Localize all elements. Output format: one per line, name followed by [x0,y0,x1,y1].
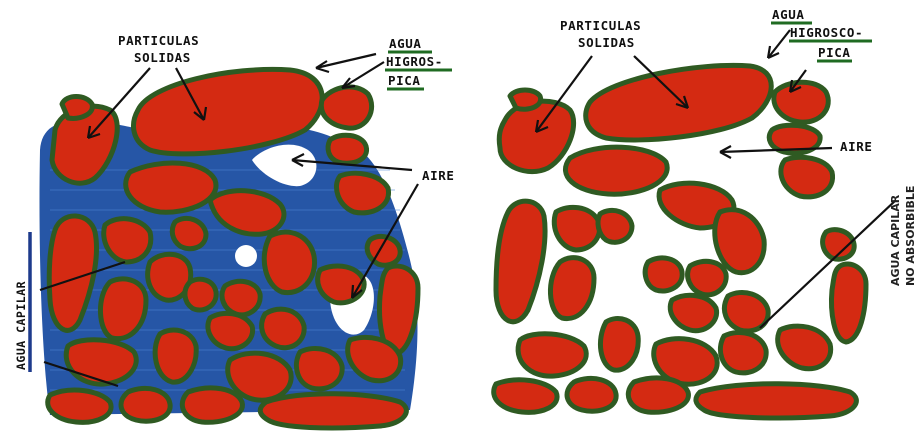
right-particle [565,147,667,194]
left-arrow-agua-2 [342,62,384,88]
left-particle [182,388,242,422]
left-label-agua-line3: PICA [388,73,421,88]
left-label-agua-line2: HIGROS- [386,54,443,69]
left-particle [260,394,406,428]
left-particle [62,97,92,119]
right-label-particulas-line2: SOLIDAS [578,35,635,50]
right-particle [715,210,764,273]
left-particle [155,330,196,382]
right-particle [586,65,772,140]
left-particle [100,279,146,339]
left-air-pocket-small [235,245,257,267]
left-particle [336,173,388,213]
right-particle [499,101,573,172]
left-particle [222,281,260,315]
left-particle [296,348,342,388]
left-particle [321,87,371,128]
right-particle [645,258,682,291]
right-label-agua-line2: HIGROSCO- [790,25,863,40]
right-particle [720,332,766,372]
left-label-aire: AIRE [422,168,455,183]
right-label-no-absorbible: NO ABSORBIBLE [904,186,917,286]
left-particle [126,163,216,212]
right-label-agua-line3: PICA [818,45,851,60]
left-particle [121,388,170,421]
right-particle [628,378,688,412]
right-label-agua-capilar: AGUA CAPILAR [889,194,902,286]
left-label-particulas-line1: PARTICULAS [118,33,199,48]
left-particle [172,218,206,248]
right-particle [832,264,866,342]
right-label-aire: AIRE [840,139,873,154]
left-particle [264,232,314,293]
right-particle [510,90,541,109]
left-particle [262,309,305,348]
left-particle [208,313,253,348]
right-particle [774,82,828,122]
right-label-particulas-line1: PARTICULAS [560,18,641,33]
right-particle [567,378,616,411]
left-particle [328,135,366,163]
right-particle [778,326,831,369]
left-panel: PARTICULAS SOLIDAS AGUA HIGROS- PICA AIR… [14,33,455,428]
left-particle [48,390,111,422]
right-particle [496,201,545,322]
right-particle [598,210,632,242]
left-particle [104,219,151,262]
right-label-agua-line1: AGUA [772,7,805,22]
right-particles [494,65,866,418]
right-particle [781,157,833,197]
right-particle [554,207,599,250]
left-particle [367,236,400,265]
right-particle [600,318,638,370]
left-label-agua-capilar: AGUA CAPILAR [14,281,28,370]
right-particle [670,295,716,330]
right-particle [696,384,856,418]
left-particle [185,279,216,310]
left-particle [318,266,364,303]
right-arrow-capilar [760,200,896,328]
right-particle [494,380,557,412]
right-panel: PARTICULAS SOLIDAS AGUA HIGROSCO- PICA A… [494,7,917,418]
left-label-particulas-line2: SOLIDAS [134,50,191,65]
right-particle [688,261,727,295]
left-label-agua-line1: AGUA [389,36,422,51]
right-particle [550,258,594,319]
left-particle [66,340,136,384]
right-particle [518,334,586,376]
